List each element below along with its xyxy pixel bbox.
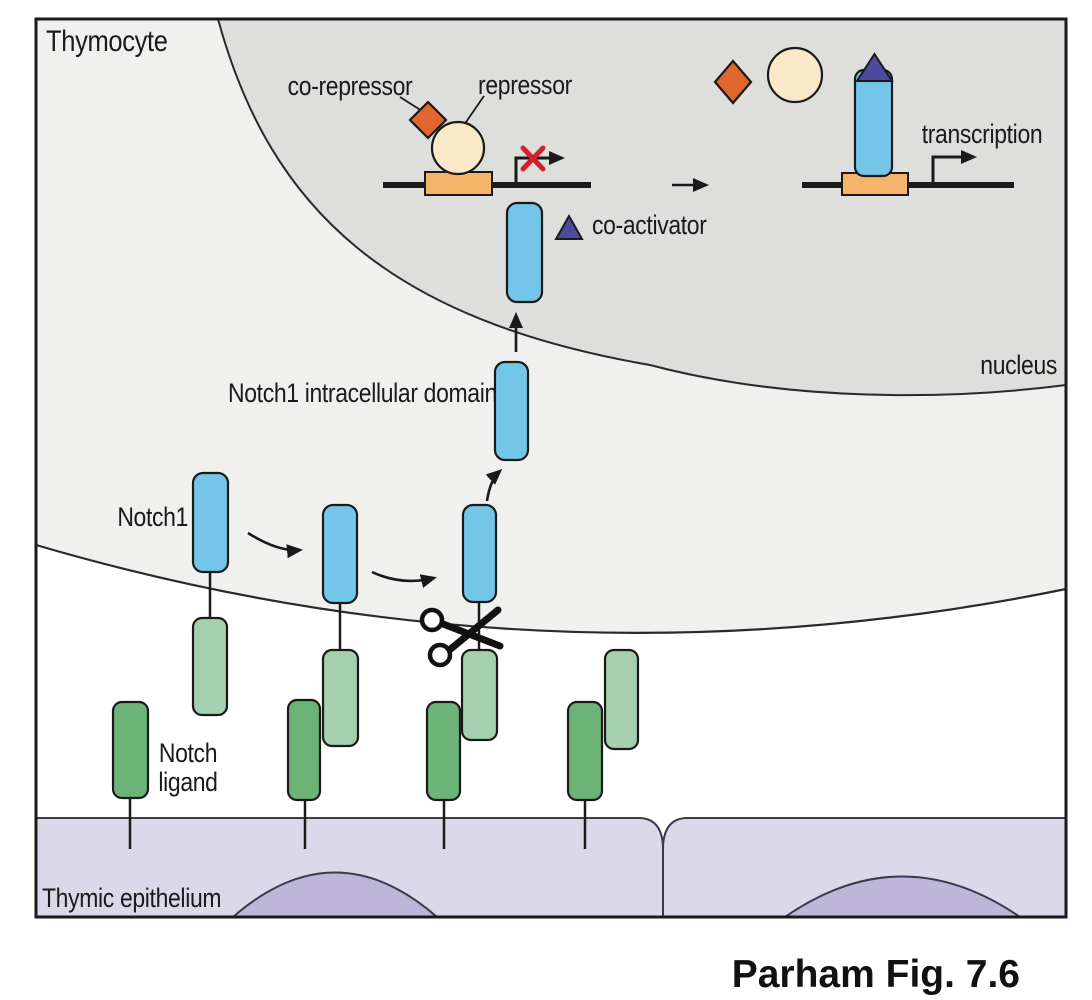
thymocyte-label: Thymocyte (46, 25, 168, 58)
promoter-site-left (424, 171, 493, 196)
notch1-receptor-1 (191, 471, 230, 574)
thymocyte-membrane-line (35, 543, 1067, 634)
ligand-anchor-stalks (128, 798, 587, 849)
co-activator-label: co-activator (592, 210, 707, 240)
notch-ligand-4 (566, 700, 604, 802)
transcription-label: transcription (921, 119, 1043, 149)
notch1-icd-nucleus (505, 201, 544, 304)
co-repressor-pointer-line (399, 96, 423, 112)
notch-ligand-1 (111, 700, 150, 800)
co-activator-legend-triangle (554, 213, 584, 240)
notch1-icd-on-promoter (853, 68, 894, 178)
transcription-arrow (931, 150, 977, 183)
repressor-circle (430, 120, 486, 176)
notch-ligand-label-line2: ligand (158, 766, 218, 797)
thymic-epithelium-label: Thymic epithelium (42, 883, 222, 913)
co-repressor-diamond (408, 100, 448, 140)
epithelium-outline (36, 817, 1066, 917)
nuclear-envelope-line (217, 18, 1067, 397)
co-repressor-label: co-repressor (287, 71, 413, 101)
thymic-epithelium-band (36, 798, 1066, 918)
notch1-label: Notch1 (117, 502, 188, 532)
scissors-handle-1 (419, 607, 445, 633)
icd-release-arrow (485, 468, 503, 502)
scissors-blade-2 (443, 606, 502, 656)
released-co-repressor-diamond (713, 59, 753, 105)
released-repressor-circle (766, 46, 824, 104)
cell-junction-wedge (640, 818, 686, 847)
step-arrow-2 (371, 570, 437, 588)
step-arrow-1 (247, 531, 303, 559)
repressor-label: repressor (478, 70, 572, 100)
notch1-receptor-2 (321, 503, 359, 605)
notch-ligand-2 (286, 698, 322, 802)
epithelial-nucleus-dome-left (232, 871, 438, 918)
scissors-handle-2 (427, 642, 453, 668)
epithelial-nucleus-dome-right (784, 875, 1021, 918)
blocked-transcription-arrow (514, 151, 565, 183)
repressor-pointer-line (463, 95, 485, 126)
notch1-icd-cytoplasm (493, 360, 530, 462)
notch-ligand-label: Notch ligand (129, 739, 248, 796)
co-activator-bound-triangle (855, 52, 894, 82)
active-gene-complex (802, 52, 1014, 196)
notch1-extracellular-4 (603, 648, 640, 751)
scissors-icon (419, 606, 504, 668)
figure-caption: Parham Fig. 7.6 (731, 953, 1020, 996)
repressed-gene-complex (383, 95, 591, 196)
notch1-receptor-3 (461, 503, 498, 604)
blocked-x-icon (520, 145, 546, 172)
notch1-extracellular-1 (191, 616, 229, 717)
notch1-extracellular-2 (321, 648, 360, 748)
notch1-extracellular-3 (460, 648, 499, 742)
notch-ligand-label-line1: Notch (158, 738, 218, 768)
figure-border (34, 17, 1068, 919)
notch-ligand-3 (425, 700, 462, 802)
nucleus-label: nucleus (980, 350, 1057, 380)
notch1-icd-label: Notch1 intracellular domain (228, 378, 497, 408)
